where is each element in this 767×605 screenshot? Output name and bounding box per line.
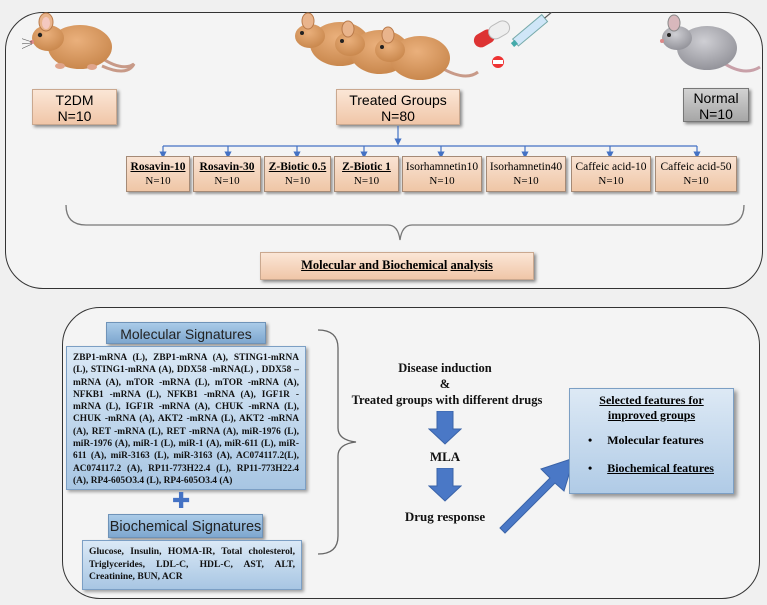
drug-name: Rosavin-10 [130,161,186,173]
treated-groups-label: Treated Groups [349,92,447,108]
tree-connectors [65,126,745,241]
down-arrow-1 [428,411,462,445]
biochemical-signatures-list: Glucose, Insulin, HOMA-IR, Total cholest… [82,540,302,590]
drug-name: Isorhamnetin40 [489,161,563,173]
selected-features-title: Selected features for improved groups [599,393,704,422]
drug-box-rosavin-30: Rosavin-30 N=10 [193,156,261,192]
analysis-label-suffix: analysis [450,258,493,272]
molecular-signatures-title: Molecular Signatures [106,322,266,344]
plus-icon: ✚ [172,489,191,514]
drug-box-isorhamnetin-10: Isorhamnetin10 N=10 [402,156,482,192]
drug-name: Rosavin-30 [199,161,255,173]
bullet-icon: • [588,433,593,447]
t2dm-label: T2DM [55,92,94,108]
selected-feature-item: • Molecular features [570,433,733,448]
signature-bracket [318,329,357,555]
drug-name: Z-Biotic 0.5 [268,161,327,173]
normal-rat-icon [660,14,761,73]
selected-feature-label: Molecular features [607,433,704,447]
drug-count: N=10 [429,175,455,187]
t2dm-count: N=10 [57,108,92,124]
drug-name: Caffeic acid-10 [575,161,647,173]
analysis-box: Molecular and Biochemical analysis [260,252,534,280]
treated-groups-text: Treated groups with different drugs [351,393,543,407]
treated-groups-box: Treated Groups N=80 [336,89,460,125]
drug-count: N=10 [513,175,539,187]
selected-feature-item: • Biochemical features [570,461,733,476]
t2dm-group-box: T2DM N=10 [32,89,117,125]
normal-count: N=10 [699,106,733,122]
t2dm-rat-icon [22,12,136,73]
down-arrow-2 [428,468,462,502]
drug-name: Caffeic acid-50 [660,161,732,173]
drug-name: Z-Biotic 1 [342,161,391,173]
selected-features-box: Selected features for improved groups • … [569,388,734,494]
drug-response-text: Drug response [404,509,486,524]
drug-name: Isorhamnetin10 [405,161,479,173]
drug-count: N=10 [284,175,311,187]
biochemical-signatures-title: Biochemical Signatures [108,514,263,538]
drug-box-zbiotic-1: Z-Biotic 1 N=10 [334,156,399,192]
drug-count: N=10 [598,175,624,187]
mla-text: MLA [429,449,461,464]
ampersand-text: & [439,377,451,391]
drug-count: N=10 [683,175,709,187]
drug-count: N=10 [145,175,171,187]
medicine-icon [473,11,552,68]
drug-box-rosavin-10: Rosavin-10 N=10 [126,156,190,192]
drug-box-isorhamnetin-40: Isorhamnetin40 N=10 [486,156,566,192]
disease-induction-text: Disease induction [398,361,492,375]
normal-group-box: Normal N=10 [683,88,749,122]
bullet-icon: • [588,461,593,475]
drug-count: N=10 [214,175,240,187]
drug-box-zbiotic-05: Z-Biotic 0.5 N=10 [264,156,331,192]
treated-rats-icon [295,12,479,80]
normal-label: Normal [693,90,739,106]
drug-box-caffeic-acid-50: Caffeic acid-50 N=10 [655,156,737,192]
selected-feature-label: Biochemical features [607,461,714,475]
analysis-label: Molecular and Biochemical [301,258,448,272]
drug-count: N=10 [353,175,380,187]
molecular-signatures-list: ZBP1-mRNA (L), ZBP1-mRNA (A), STING1-mRN… [66,346,306,490]
treated-groups-count: N=80 [381,108,415,124]
drug-box-caffeic-acid-10: Caffeic acid-10 N=10 [571,156,651,192]
